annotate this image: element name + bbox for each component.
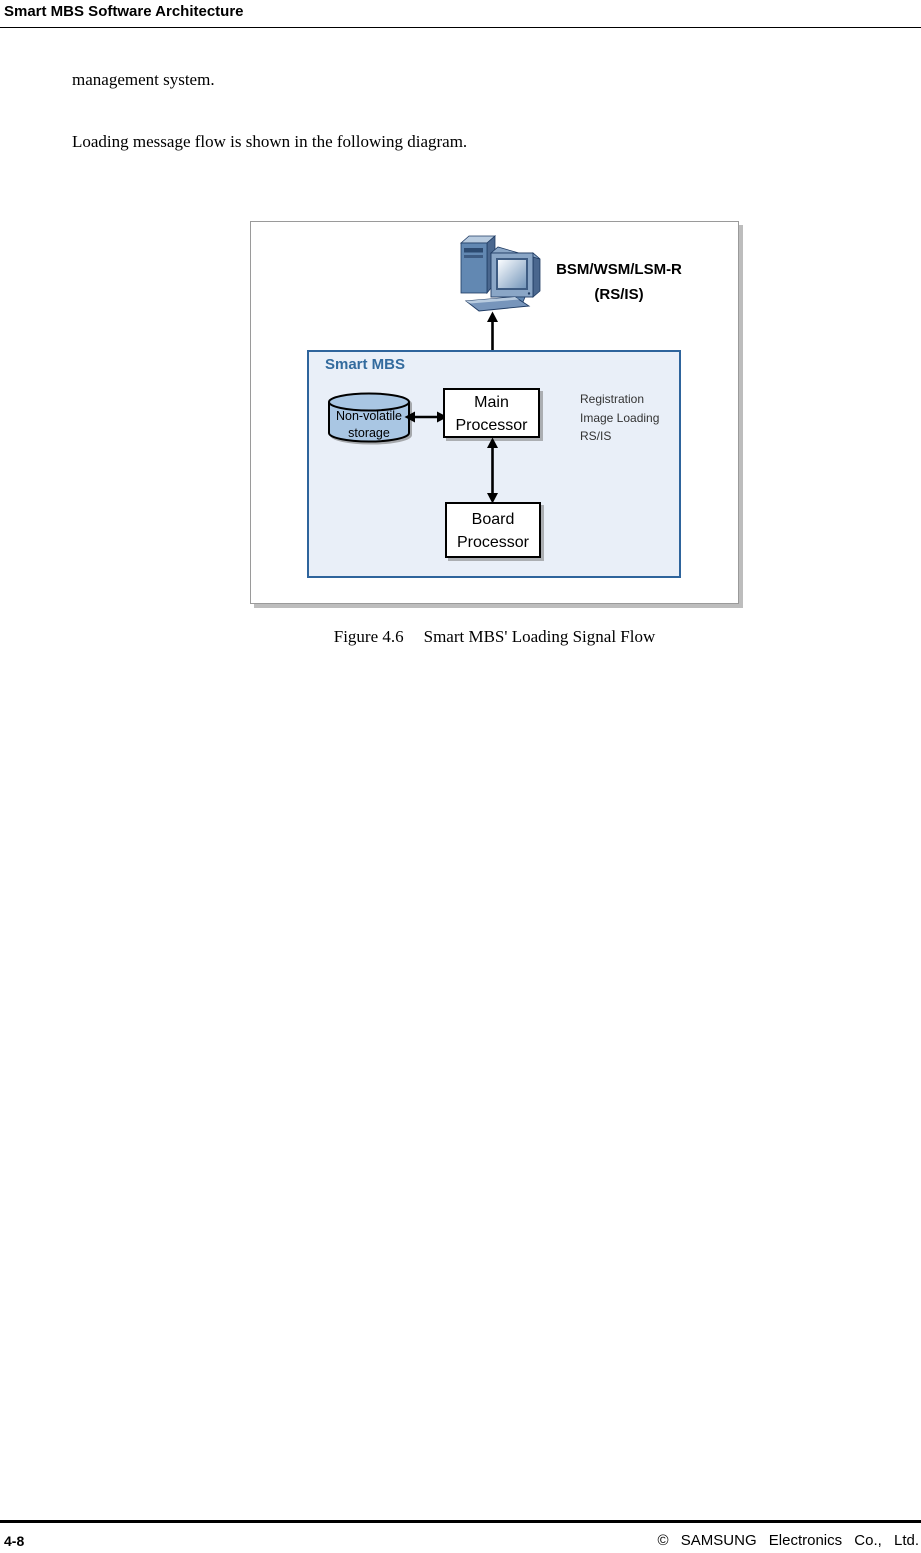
main-processor-box: Main Processor xyxy=(443,388,540,438)
storage-label-line1: Non-volatile xyxy=(336,409,402,423)
figure-caption: Figure 4.6 Smart MBS' Loading Signal Flow xyxy=(250,627,739,647)
main-processor-line1: Main xyxy=(474,394,509,411)
header-rule xyxy=(0,27,921,28)
side-note: Registration Image Loading RS/IS xyxy=(580,390,659,446)
computer-label-line1: BSM/WSM/LSM-R xyxy=(556,261,682,278)
board-processor-box: Board Processor xyxy=(445,502,541,558)
board-processor-line1: Board xyxy=(471,511,515,528)
computer-label: BSM/WSM/LSM-R (RS/IS) xyxy=(540,257,698,307)
computer-label-line2: (RS/IS) xyxy=(594,286,644,303)
footer-rule xyxy=(0,1520,921,1523)
smart-mbs-label: Smart MBS xyxy=(325,356,406,373)
arrow-storage-main xyxy=(404,411,448,423)
body-paragraph-2: Loading message flow is shown in the fol… xyxy=(72,132,468,151)
board-processor-line2: Processor xyxy=(456,534,530,551)
side-note-line3: RS/IS xyxy=(580,429,612,443)
figure-caption-label: Figure 4.6 xyxy=(333,627,404,646)
database-cylinder-icon: Non-volatile storage xyxy=(328,392,410,443)
figure-caption-title: Smart MBS' Loading Signal Flow xyxy=(423,627,656,646)
main-processor-line2: Processor xyxy=(455,417,528,434)
footer-copyright: © SAMSUNG Electronics Co., Ltd. xyxy=(657,1532,919,1549)
storage-label-line2: storage xyxy=(348,426,390,440)
side-note-line1: Registration xyxy=(580,392,645,406)
body-paragraph-1: management system. xyxy=(72,70,215,89)
page-header-title: Smart MBS Software Architecture xyxy=(4,3,244,20)
side-note-line2: Image Loading xyxy=(580,410,660,425)
footer-page-number: 4-8 xyxy=(4,1533,25,1549)
arrow-main-board xyxy=(487,437,498,504)
computer-icon xyxy=(459,235,541,312)
